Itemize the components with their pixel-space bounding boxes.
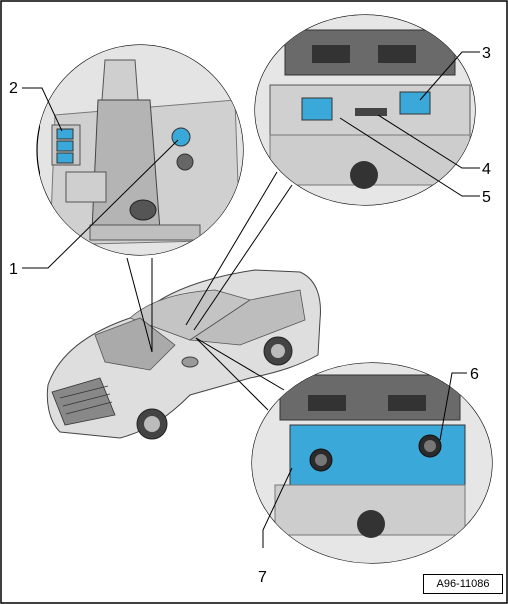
callout-1: 1	[9, 261, 18, 278]
detail-rear-console-top	[254, 14, 476, 206]
callout-6: 6	[470, 366, 479, 383]
detail-rear-console-bottom	[251, 362, 493, 564]
reference-code: A96-11086	[423, 574, 503, 594]
car-illustration	[46, 269, 321, 440]
callout-3: 3	[482, 45, 491, 62]
detail-console-gear	[36, 44, 244, 256]
callout-2: 2	[9, 80, 18, 97]
callout-4: 4	[482, 161, 491, 178]
callout-5: 5	[482, 189, 491, 206]
callout-7: 7	[258, 569, 267, 586]
connector-lines	[126, 171, 293, 411]
leader-lines	[22, 51, 480, 548]
